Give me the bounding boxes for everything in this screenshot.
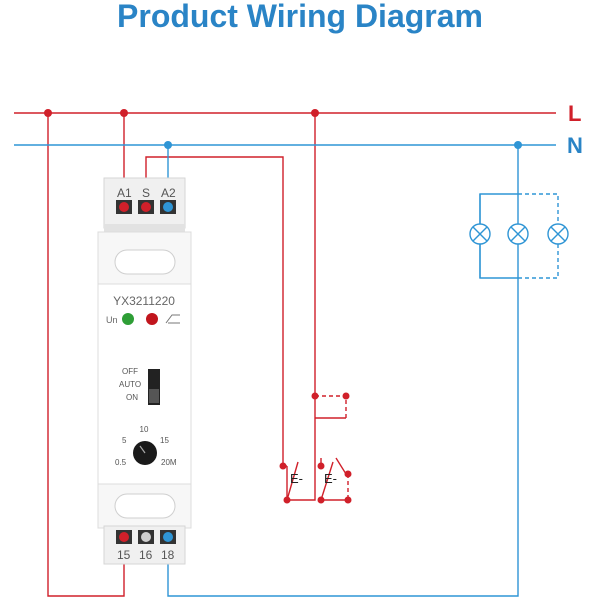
- dial-label-15: 15: [160, 436, 169, 445]
- live-label: L: [568, 101, 581, 126]
- page-title: Product Wiring Diagram: [117, 0, 483, 34]
- top-cover-slot: [114, 249, 176, 275]
- neutral-wiring: [14, 144, 556, 597]
- dial-label-10: 10: [140, 425, 149, 434]
- bottom-terminal-screws: [116, 530, 176, 544]
- mode-on: ON: [126, 393, 138, 402]
- wire-l-to-switch: [286, 113, 316, 501]
- lamp-icon: [469, 223, 491, 245]
- power-led: [122, 313, 134, 325]
- dial-label-20m: 20M: [161, 458, 177, 467]
- switch-blade-a: [286, 461, 299, 501]
- dial-label-0.5: 0.5: [115, 458, 127, 467]
- switch-label-a: E-: [290, 471, 303, 486]
- lamp-icon: [507, 223, 529, 245]
- timer-relay-device: [97, 177, 192, 565]
- terminal-18: 18: [161, 548, 175, 562]
- bottom-cover-slot: [114, 493, 176, 519]
- top-terminal-screws: [116, 200, 176, 214]
- wire-18-to-lamps: [167, 278, 519, 597]
- wire-l-to-15: [47, 113, 125, 597]
- switch-blade-b: [320, 461, 334, 501]
- rotary-dial-icon[interactable]: [133, 441, 157, 465]
- slide-switch-icon[interactable]: [148, 369, 160, 405]
- neutral-label: N: [567, 133, 583, 158]
- mode-off: OFF: [122, 367, 138, 376]
- terminal-a2: A2: [161, 186, 176, 200]
- switch-blade-c: [335, 457, 347, 475]
- terminal-15: 15: [117, 548, 131, 562]
- relay-contact-icon: [335, 457, 347, 475]
- mode-auto: AUTO: [119, 380, 141, 389]
- switch-label-b: E-: [324, 471, 337, 486]
- dial-label-5: 5: [122, 436, 127, 445]
- junction-dots: [44, 109, 522, 504]
- relay-led: [146, 313, 158, 325]
- terminal-a1: A1: [117, 186, 132, 200]
- indicator-label: Un: [106, 315, 118, 325]
- terminal-s: S: [142, 186, 150, 200]
- device-model: YX3211220: [113, 294, 175, 308]
- relay-contact-icon: [165, 314, 180, 324]
- terminal-16: 16: [139, 548, 153, 562]
- lamp-icon: [547, 223, 569, 245]
- live-wiring: [14, 112, 556, 597]
